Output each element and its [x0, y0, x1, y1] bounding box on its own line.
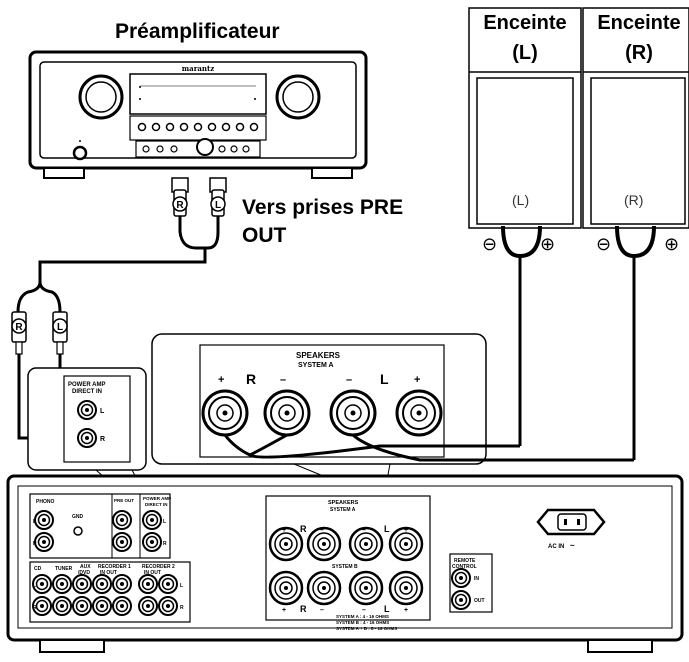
volume-knob-left: [78, 74, 124, 120]
rear-power-amp-label-2: DIRECT IN: [145, 502, 168, 507]
speaker-left-title: Enceinte (L): [469, 8, 581, 68]
speaker-left-minus-icon: ⊖: [482, 234, 497, 255]
zoom-power-amp-label-1: POWER AMP: [68, 382, 105, 388]
rear-remote-label-2: CONTROL: [452, 564, 477, 570]
zoom-speakers-label-2: SYSTEM A: [298, 362, 334, 369]
speaker-right: [582, 7, 689, 229]
rear-plus-a-r: +: [282, 527, 286, 534]
rear-plus-b-l: +: [404, 607, 408, 614]
rear-l-a: L: [384, 524, 390, 534]
rear-r-b: R: [300, 604, 307, 614]
zoom-power-amp-direct-in: [27, 367, 157, 515]
speaker-left-title-line1: Enceinte: [483, 12, 567, 34]
rear-recorder1-label-1: RECORDER 1: [98, 564, 131, 570]
zoom-speakers-system-a: [151, 333, 634, 497]
zoom-minus-r: –: [280, 374, 286, 386]
speaker-right-letter: (R): [624, 192, 644, 208]
rear-recorder2-label-2: IN OUT: [144, 570, 161, 576]
zoom-minus-l: –: [346, 374, 352, 386]
rear-in-l: L: [33, 583, 36, 589]
zoom-l: L: [380, 371, 389, 387]
rear-recorder1-label-2: IN OUT: [100, 570, 117, 576]
rear-tuner-label: TUNER: [55, 566, 73, 572]
rear-spec-1: SYSTEM A : 4 - 16 OHMS: [336, 614, 389, 619]
speaker-right-terminal-cable: [615, 225, 656, 460]
plug-r-label: R: [176, 200, 184, 211]
rear-plus-a-l: +: [404, 527, 408, 534]
rear-ac-in-label: AC IN: [548, 544, 564, 550]
rear-pa-l: L: [163, 519, 166, 525]
rear-pa-r: R: [163, 541, 167, 547]
speaker-right-title: Enceinte (R): [583, 8, 689, 68]
rear-minus-b-r: –: [320, 607, 324, 614]
preamplifier: marantz: [28, 50, 368, 179]
rear-minus-b-l: –: [362, 607, 366, 614]
rear-spec-3: SYSTEM A + B : 8 - 16 OHMS: [336, 626, 397, 631]
rear-remote-in-label: IN: [474, 576, 479, 582]
rear-plus-b-r: +: [282, 607, 286, 614]
speaker-right-title-line2: (R): [625, 42, 653, 64]
rear-power-amp-label-1: POWER AMP: [143, 496, 171, 501]
pre-out-caption-line2: OUT: [242, 224, 287, 247]
rear-in-r: R: [33, 605, 37, 611]
amp-plug-l-label: L: [57, 322, 63, 333]
rear-system-b-label: SYSTEM B: [332, 564, 358, 570]
amplifier-rear-panel: [6, 474, 684, 653]
rear-speakers-label-1: SPEAKERS: [328, 500, 359, 506]
brand-logo: marantz: [182, 64, 214, 73]
zoom-r: R: [246, 371, 256, 387]
speaker-left-terminal-cable: [501, 225, 542, 446]
rear-in-l2: L: [180, 583, 183, 589]
speaker-left-plus-icon: ⊕: [540, 234, 555, 255]
rear-l-b: L: [384, 604, 390, 614]
zoom-speakers-label-1: SPEAKERS: [296, 351, 341, 360]
rear-r-a: R: [300, 524, 307, 534]
volume-knob-right: [275, 74, 321, 120]
rear-remote-out-label: OUT: [474, 598, 485, 604]
rear-spec-2: SYSTEM B : 4 - 16 OHMS: [336, 620, 389, 625]
rear-in-r2: R: [180, 605, 184, 611]
rear-phono-r: R: [33, 541, 37, 547]
pre-out-caption-line1: Vers prises PRE: [242, 196, 404, 219]
rear-cd-label: CD: [34, 566, 42, 572]
zoom-power-amp-label-2: DIRECT IN: [72, 389, 102, 395]
amp-plug-r-label: R: [15, 322, 23, 333]
rca-cable: R L R L: [11, 177, 227, 440]
speaker-left-title-line2: (L): [512, 42, 538, 64]
rear-remote-label-1: REMOTE: [454, 558, 476, 564]
zoom-plus-l: +: [414, 374, 420, 386]
rear-phono-l: L: [33, 519, 36, 525]
speaker-right-title-line1: Enceinte: [597, 12, 681, 34]
rear-ac-tilde: ~: [570, 541, 575, 550]
rear-gnd-label: GND: [72, 514, 84, 520]
rear-aux-label-1: AUX: [80, 564, 91, 570]
rear-minus-a-r: –: [320, 527, 324, 534]
rear-minus-a-l: –: [362, 527, 366, 534]
plug-l-label: L: [215, 200, 221, 211]
rear-speakers-label-2: SYSTEM A: [330, 507, 356, 513]
speaker-left: [468, 7, 582, 229]
zoom-power-amp-r: R: [100, 436, 105, 443]
pre-out-caption: Vers prises PRE OUT: [242, 194, 403, 250]
speaker-right-plus-icon: ⊕: [664, 234, 679, 255]
rear-recorder2-label-1: RECORDER 2: [142, 564, 175, 570]
rear-phono-label: PHONO: [36, 499, 54, 505]
rear-aux-label-2: /DVD: [78, 570, 90, 576]
speaker-right-minus-icon: ⊖: [596, 234, 611, 255]
zoom-plus-r: +: [218, 374, 224, 386]
speaker-left-letter: (L): [512, 192, 530, 208]
zoom-power-amp-l: L: [100, 408, 105, 415]
preamp-title: Préamplificateur: [115, 20, 280, 43]
rear-pre-out-label: PRE OUT: [114, 498, 134, 503]
